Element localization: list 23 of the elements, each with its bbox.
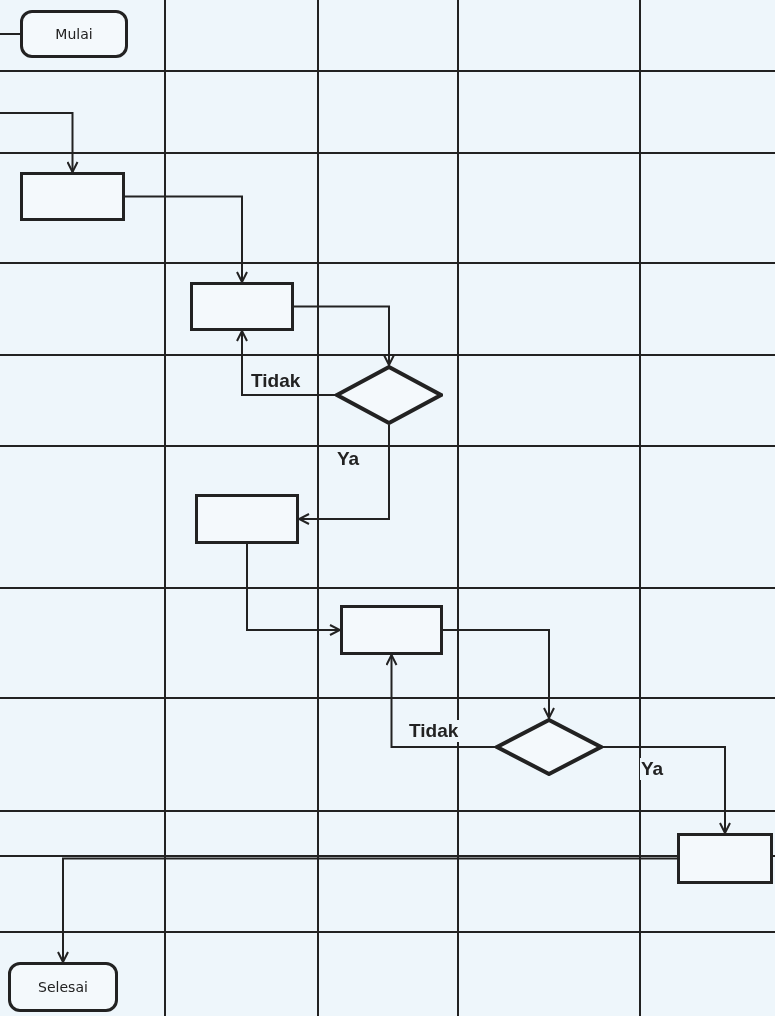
process-box [340, 605, 443, 655]
terminal-label: Mulai [55, 24, 93, 44]
arrow [298, 424, 390, 525]
terminal-label: Selesai [38, 977, 88, 997]
arrow [442, 629, 555, 719]
arrow [124, 195, 248, 283]
arrow [57, 857, 678, 963]
arrow [602, 746, 731, 834]
arrow [293, 305, 395, 366]
process-box [195, 494, 299, 544]
process-box [20, 172, 125, 221]
terminal-box [20, 10, 128, 58]
arrow [246, 543, 341, 636]
process-box [677, 833, 773, 884]
decision-diamond [335, 365, 443, 425]
process-box [190, 282, 294, 331]
terminal-box [8, 962, 118, 1012]
arrow [385, 654, 496, 748]
arrow [236, 330, 336, 396]
edge-label: Tidak [408, 720, 460, 742]
edge-label: Ya [640, 758, 665, 780]
decision-diamond [495, 718, 603, 776]
arrow [0, 112, 79, 173]
